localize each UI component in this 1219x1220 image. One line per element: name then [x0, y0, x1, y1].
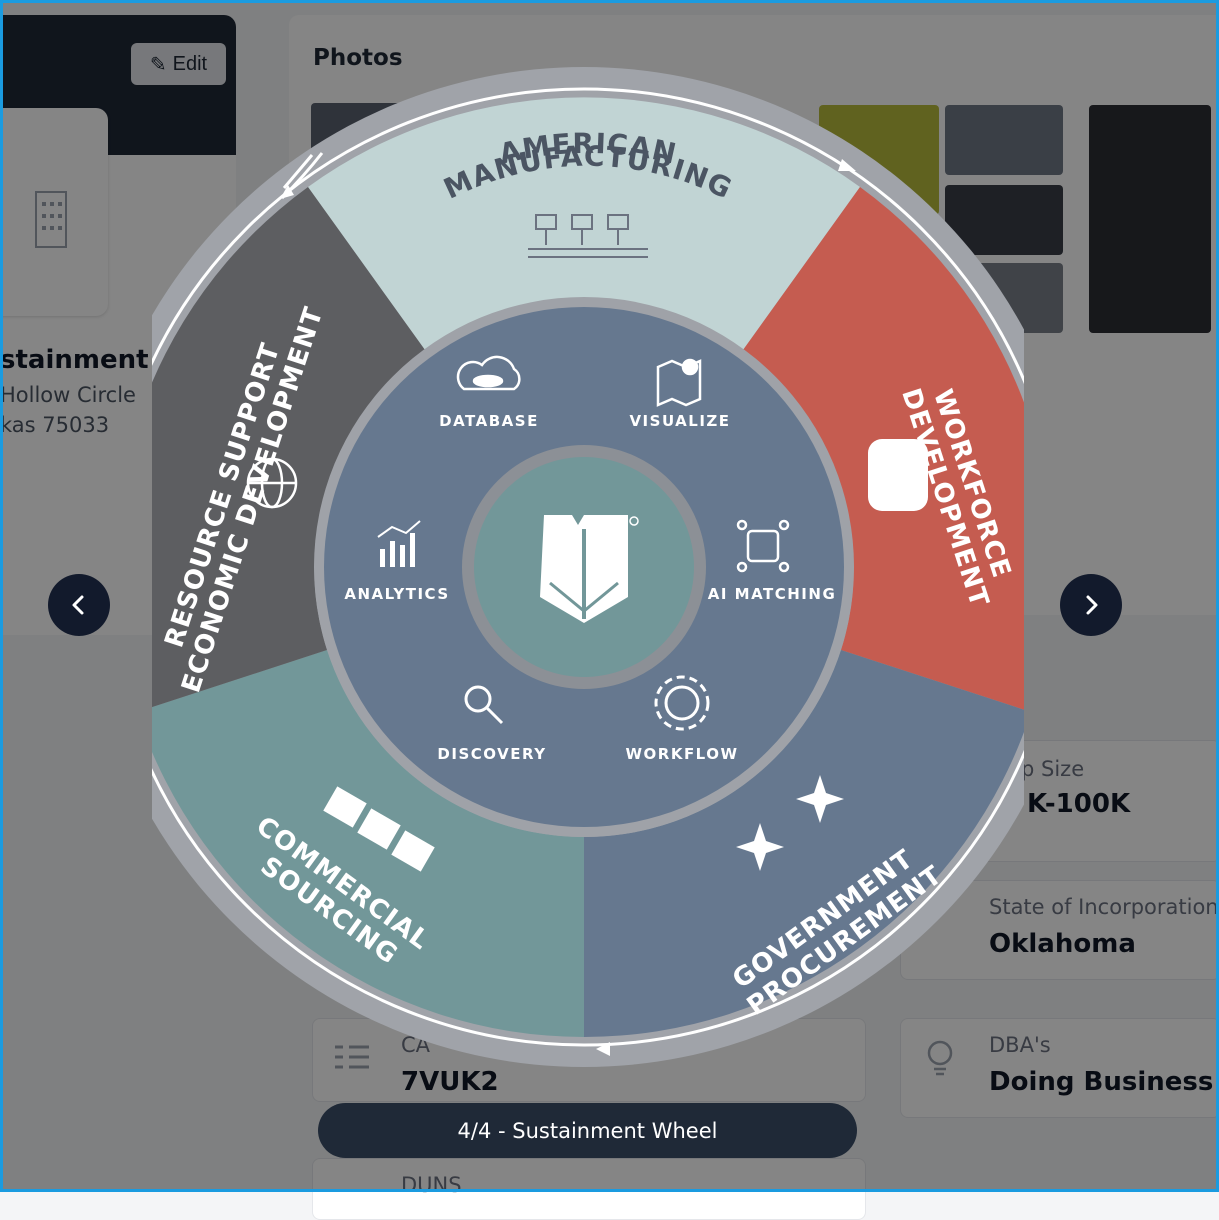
service-label: DISCOVERY — [437, 745, 546, 763]
chevron-left-icon — [68, 594, 90, 616]
service-label: WORKFLOW — [625, 745, 738, 763]
service-label: AI MATCHING — [708, 585, 837, 603]
slide-caption: 4/4 - Sustainment Wheel — [318, 1103, 857, 1158]
chevron-right-icon — [1080, 594, 1102, 616]
next-slide-button[interactable] — [1060, 574, 1122, 636]
previous-slide-button[interactable] — [48, 574, 110, 636]
sustainment-wheel-image: AMERICAN MANUFACTURING WORKFORCE DEVELOP… — [152, 63, 1024, 1071]
service-label: DATABASE — [439, 412, 539, 430]
service-label: VISUALIZE — [629, 412, 730, 430]
handshake-icon — [868, 439, 928, 511]
service-label: ANALYTICS — [344, 585, 449, 603]
